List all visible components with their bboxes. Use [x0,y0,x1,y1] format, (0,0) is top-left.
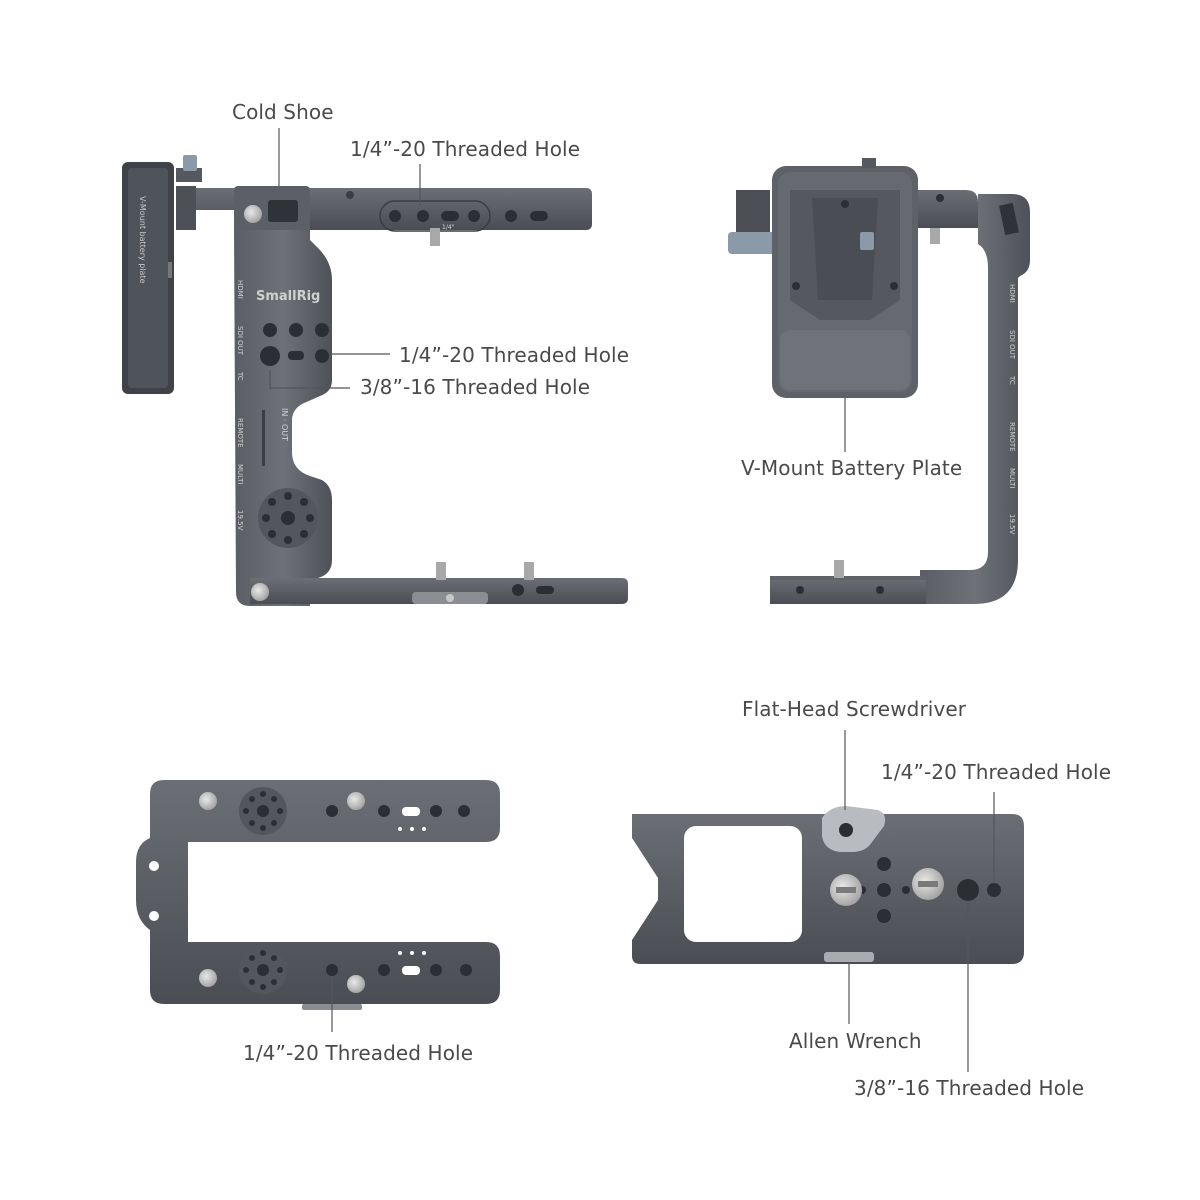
brand-engraving: SmallRig [256,289,320,304]
port-label-engraving: SDI OUT [236,326,244,356]
port-label-engraving: MULTI [236,464,244,484]
port-label-engraving: MULTI [1008,468,1016,488]
in-out-engraving: IN · OUT [280,408,289,441]
top-plate-mark: 1/4" [442,224,455,231]
leader-lines [844,730,995,1072]
screw-icon [524,562,534,580]
screw-icon [251,583,269,601]
hole-icon [468,210,480,222]
port-label-engraving: HDMI [236,280,244,299]
side-quarter-hole-label: 1/4”-20 Threaded Hole [399,343,630,367]
screw-icon [347,792,365,810]
port-label-engraving: TC [1008,375,1016,385]
top-left-cage-view: V-Mount battery plate 1/4" [122,128,628,606]
side-three-eighths-hole-label: 3/8”-16 Threaded Hole [360,375,591,399]
screwdriver-label: Flat-Head Screwdriver [742,697,967,721]
quick-release-lever [728,232,780,254]
slot-icon [441,211,459,221]
port-label-engraving: REMOTE [236,418,244,448]
allen-wrench-icon [824,952,874,962]
screw-icon [199,969,217,987]
vmount-plate-engraving: V-Mount battery plate [138,196,147,284]
port-label-engraving: HDMI [1008,284,1016,303]
hole-icon [987,883,1001,897]
hole-icon [315,349,329,363]
screwdriver-icon [822,806,886,852]
hole-icon [512,584,524,596]
port-engravings: HDMI SDI OUT TC REMOTE MULTI 19.5V [1008,284,1016,535]
hole-icon [957,879,979,901]
screw-icon [930,228,940,244]
allen-wrench-label: Allen Wrench [789,1029,922,1053]
port-label-engraving: 19.5V [1008,514,1016,535]
screw-icon [199,792,217,810]
vmount-plate-label: V-Mount Battery Plate [741,456,963,480]
screw-icon [430,228,440,246]
slot-icon [536,586,554,594]
port-label-engraving: 19.5V [236,510,244,531]
top-right-vmount-view: HDMI SDI OUT TC REMOTE MULTI 19.5V [728,158,1030,604]
vmount-plate-side [122,155,202,394]
port-label-engraving: REMOTE [1008,422,1016,452]
camera-window [684,826,802,942]
port-label-engraving: SDI OUT [1008,330,1016,360]
port-engravings: HDMI SDI OUT TC REMOTE MULTI 19.5V [236,280,244,531]
cold-shoe-label: Cold Shoe [232,100,334,124]
side-frame [234,230,628,606]
port-label-engraving: TC [236,371,244,381]
slot-icon [530,211,548,221]
screw-icon [244,205,262,223]
hole-icon [389,210,401,222]
top-threaded-hole-label: 1/4”-20 Threaded Hole [350,137,581,161]
hole-icon [326,964,338,976]
three-eighths-hole-label: 3/8”-16 Threaded Hole [854,1076,1085,1100]
screw-icon [834,560,844,578]
leader-lines [269,128,421,390]
bottom-right-plate-view [632,730,1024,1072]
screw-icon [347,975,365,993]
cold-shoe-block [234,186,310,236]
screw-icon [436,562,446,580]
quarter-hole-label: 1/4”-20 Threaded Hole [881,760,1112,784]
bottom-threaded-hole-label: 1/4”-20 Threaded Hole [243,1041,474,1065]
bottom-left-u-plate-view [136,780,500,1032]
hole-icon [505,210,517,222]
hole-icon [417,210,429,222]
hole-icon [260,346,280,366]
vmount-battery-plate [772,158,918,398]
